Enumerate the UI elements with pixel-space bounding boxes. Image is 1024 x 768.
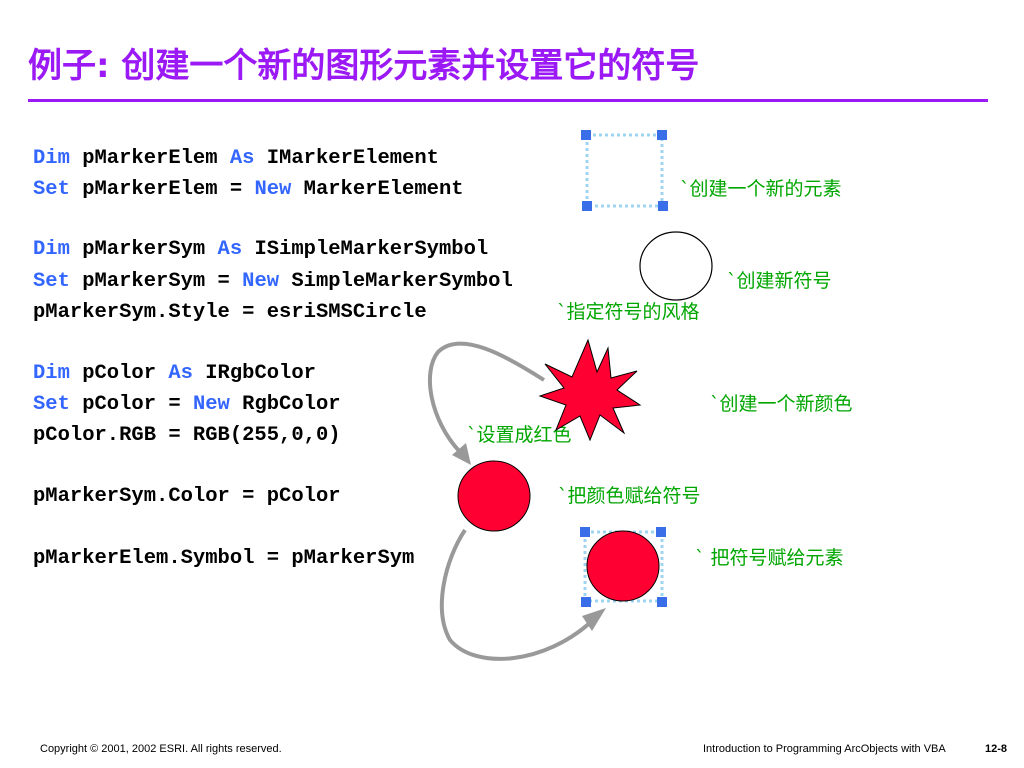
slide-title: 例子: 创建一个新的图形元素并设置它的符号 [28,46,700,86]
comment-create-symbol: `创建新符号 [727,270,832,292]
code-text: pColor [69,362,169,385]
code-line-8: pColor.RGB = RGB(255,0,0) [33,424,341,447]
code-line-9: pMarkerSym.Color = pColor [33,485,341,508]
keyword: As [229,147,255,170]
comment-assign-color: `把颜色赋给符号 [558,485,701,507]
code-line-4: Set pMarkerSym = New SimpleMarkerSymbol [33,270,513,294]
keyword: Dim [33,147,70,170]
keyword: Set [33,178,70,201]
code-text: MarkerElement [291,178,464,201]
comment-symbol-style: `指定符号的风格 [557,301,700,323]
code-text: IRgbColor [192,362,316,385]
keyword: New [242,270,280,293]
footer-copyright: Copyright © 2001, 2002 ESRI. All rights … [40,743,282,755]
red-circle-icon [457,460,531,532]
code-text: pMarkerElem [69,147,230,170]
code-text: pMarkerSym = [69,270,243,293]
code-line-10: pMarkerElem.Symbol = pMarkerSym [33,547,415,570]
code-text: IMarkerElement [254,147,439,170]
code-text: pMarkerElem = [69,178,255,201]
arrow-head-icon [582,608,606,631]
comment-create-color: `创建一个新颜色 [710,393,853,415]
code-text: RgbColor [229,393,341,416]
keyword: New [192,393,230,416]
keyword: Set [33,270,70,293]
keyword: As [217,238,243,261]
curved-arrow-icon [439,528,595,661]
code-text: ISimpleMarkerSymbol [242,238,489,261]
curved-arrow-icon [427,341,546,454]
code-line-3: Dim pMarkerSym As ISimpleMarkerSymbol [33,238,488,262]
code-line-2: Set pMarkerElem = New MarkerElement [33,178,464,202]
keyword: Dim [33,238,70,261]
code-line-6: Dim pColor As IRgbColor [33,362,316,386]
footer-course-title: Introduction to Programming ArcObjects w… [703,743,946,755]
code-text: SimpleMarkerSymbol [279,270,513,293]
code-line-7: Set pColor = New RgbColor [33,393,341,417]
keyword: Set [33,393,70,416]
comment-create-element: `创建一个新的元素 [680,178,842,200]
page-number: 12-8 [985,743,1008,755]
code-text: pMarkerSym [69,238,218,261]
comment-assign-symbol: ` 把符号赋给元素 [695,547,844,569]
selection-box-icon [581,130,668,211]
code-line-5: pMarkerSym.Style = esriSMSCircle [33,301,427,324]
keyword: New [254,178,292,201]
comment-set-red: `设置成红色 [467,424,572,446]
keyword: As [168,362,193,385]
code-text: pColor = [69,393,193,416]
code-line-1: Dim pMarkerElem As IMarkerElement [33,147,439,171]
keyword: Dim [33,362,70,385]
arrow-head-icon [452,443,471,465]
empty-circle-icon [639,231,713,301]
red-starburst-icon [538,338,642,442]
selected-marker-icon [580,527,667,607]
title-underline [28,99,988,102]
